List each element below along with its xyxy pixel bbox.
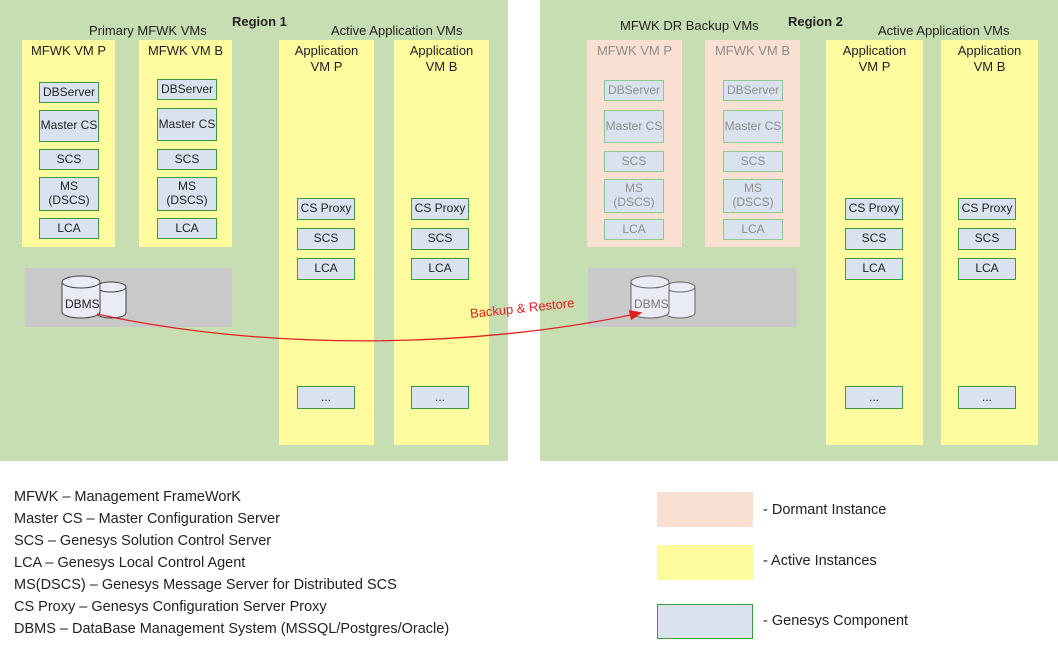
vm-title: MFWK VM B: [147, 43, 224, 58]
region-1-label: Region 1: [232, 14, 287, 29]
component-scs: SCS: [39, 149, 99, 170]
component-cs-proxy: CS Proxy: [297, 198, 355, 220]
component-dbserver: DBServer: [39, 82, 99, 103]
component-scs: SCS: [845, 228, 903, 250]
component-lca: LCA: [39, 218, 99, 239]
vm-title: Application VM B: [409, 43, 474, 74]
legend-swatch-active: [657, 545, 753, 580]
component-more: ...: [845, 386, 903, 409]
component-master-cs: Master CS: [157, 108, 217, 141]
legend-swatch-dormant: [657, 492, 753, 527]
region-2-dbms-label: DBMS: [634, 297, 669, 311]
component-dbserver: DBServer: [604, 80, 664, 101]
component-cs-proxy: CS Proxy: [845, 198, 903, 220]
vm-title: MFWK VM P: [30, 43, 107, 58]
component-scs: SCS: [604, 151, 664, 172]
component-cs-proxy: CS Proxy: [958, 198, 1016, 220]
vm-title: Application VM B: [957, 43, 1022, 74]
component-lca: LCA: [157, 218, 217, 239]
region-1-dbms-area: [25, 268, 232, 327]
abbreviation-scs: SCS – Genesys Solution Control Server: [14, 533, 272, 549]
component-ms-dscs: MS (DSCS): [39, 177, 99, 211]
region-2-label: Region 2: [788, 14, 843, 29]
vm-title: MFWK VM P: [596, 43, 673, 58]
legend-label-active: - Active Instances: [763, 553, 877, 569]
abbreviation-dbms: DBMS – DataBase Management System (MSSQL…: [14, 621, 450, 637]
component-lca: LCA: [845, 258, 903, 280]
region-2-app-group-label: Active Application VMs: [878, 23, 1010, 38]
component-cs-proxy: CS Proxy: [411, 198, 469, 220]
component-scs: SCS: [157, 149, 217, 170]
abbreviation-mfwk: MFWK – Management FrameWorK: [14, 489, 241, 505]
region-1-dbms-label: DBMS: [65, 297, 100, 311]
abbreviation-lca: LCA – Genesys Local Control Agent: [14, 555, 246, 571]
vm-title: MFWK VM B: [714, 43, 791, 58]
component-scs: SCS: [297, 228, 355, 250]
component-more: ...: [958, 386, 1016, 409]
component-ms-dscs: MS (DSCS): [157, 177, 217, 211]
component-more: ...: [297, 386, 355, 409]
component-ms-dscs: MS (DSCS): [723, 179, 783, 213]
component-lca: LCA: [958, 258, 1016, 280]
component-ms-dscs: MS (DSCS): [604, 179, 664, 213]
region-1-mfwk-group-label: Primary MFWK VMs: [89, 23, 207, 38]
legend-label-component: - Genesys Component: [763, 613, 909, 629]
component-lca: LCA: [723, 219, 783, 240]
component-dbserver: DBServer: [723, 80, 783, 101]
component-lca: LCA: [604, 219, 664, 240]
component-scs: SCS: [958, 228, 1016, 250]
component-master-cs: Master CS: [39, 110, 99, 142]
legend-label-dormant: - Dormant Instance: [763, 502, 887, 518]
vm-title: Application VM P: [294, 43, 359, 74]
component-scs: SCS: [723, 151, 783, 172]
region-2-mfwk-vm-b: MFWK VM B: [705, 40, 800, 247]
region-1-mfwk-vm-p: MFWK VM P: [22, 40, 115, 247]
component-master-cs: Master CS: [723, 110, 783, 143]
component-dbserver: DBServer: [157, 79, 217, 100]
region-2-mfwk-group-label: MFWK DR Backup VMs: [620, 18, 759, 33]
component-lca: LCA: [297, 258, 355, 280]
abbreviation-ms-dscs: MS(DSCS) – Genesys Message Server for Di…: [14, 577, 397, 593]
component-scs: SCS: [411, 228, 469, 250]
legend-swatch-component: [657, 604, 753, 639]
region-1-app-group-label: Active Application VMs: [331, 23, 463, 38]
database-icon: [61, 275, 127, 319]
component-more: ...: [411, 386, 469, 409]
backup-restore-arrow: [96, 310, 643, 342]
component-master-cs: Master CS: [604, 110, 664, 143]
abbreviation-cs-proxy: CS Proxy – Genesys Configuration Server …: [14, 599, 327, 615]
abbreviation-master-cs: Master CS – Master Configuration Server: [14, 511, 280, 527]
vm-title: Application VM P: [842, 43, 907, 74]
database-icon: [630, 275, 696, 319]
component-lca: LCA: [411, 258, 469, 280]
region-1-mfwk-vm-b: MFWK VM B: [139, 40, 232, 247]
